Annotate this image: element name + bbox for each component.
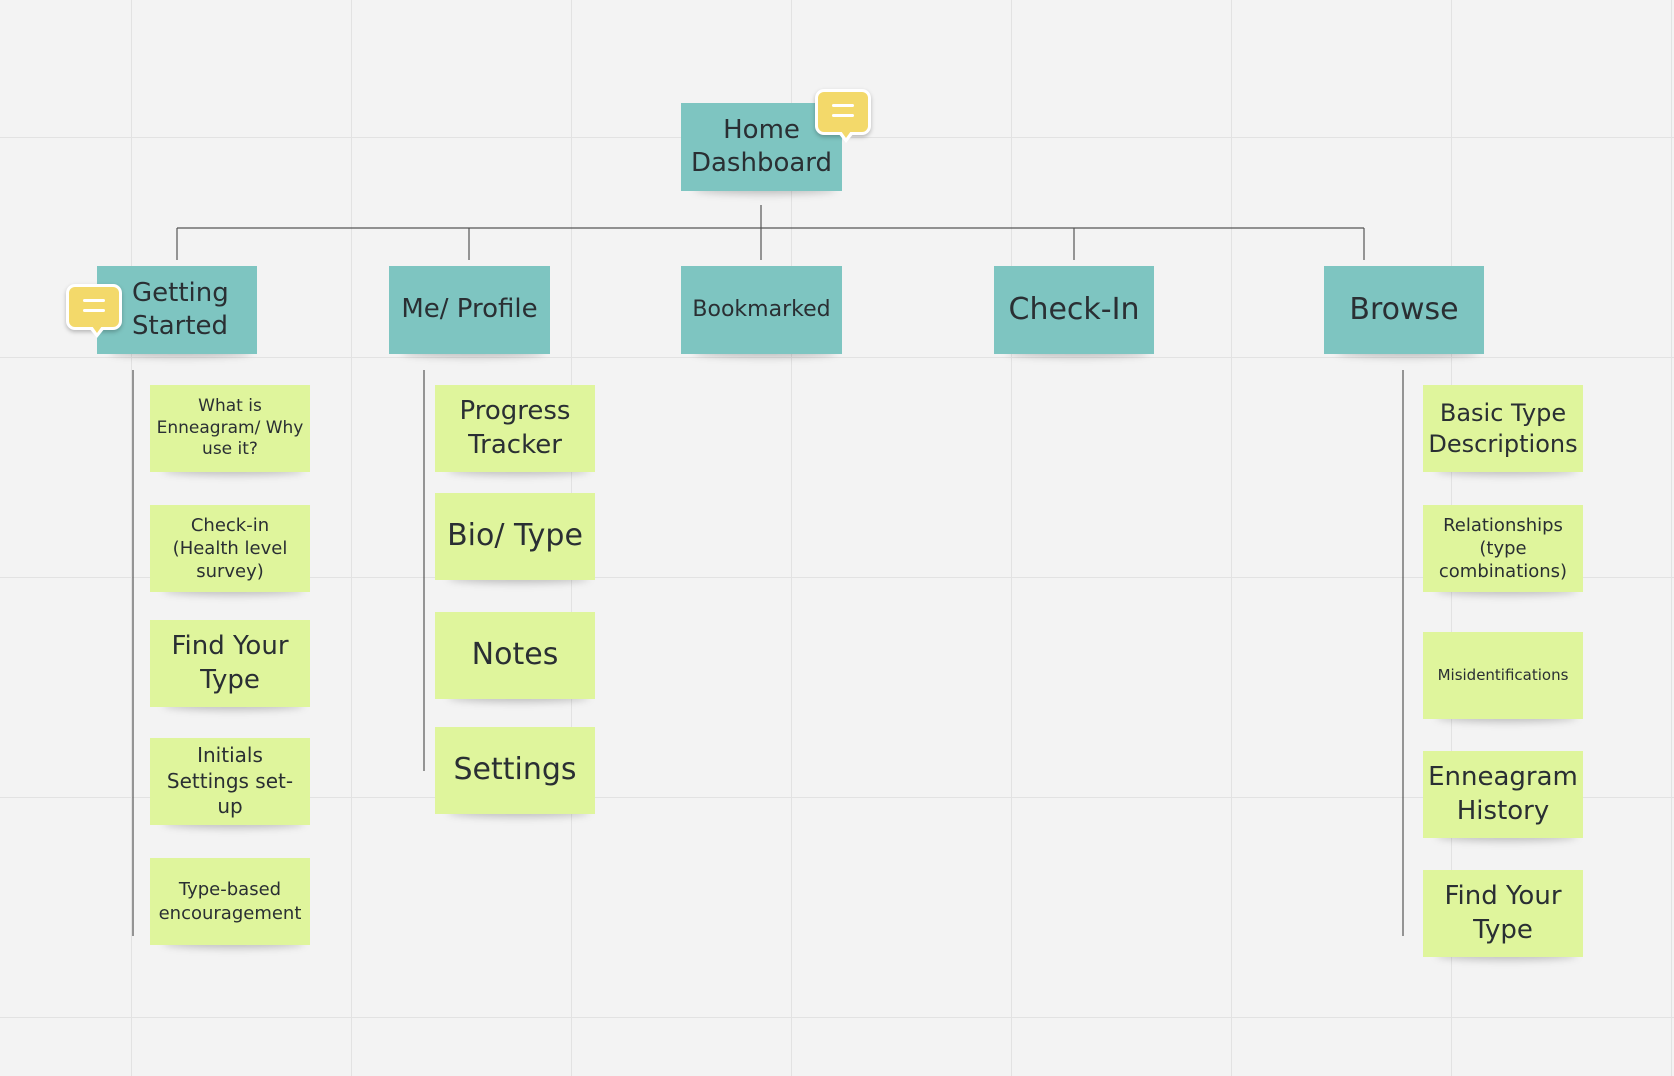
browse-item-relationships[interactable]: Relationships (type combinations)	[1423, 505, 1583, 592]
category-me-profile-label: Me/ Profile	[401, 294, 538, 325]
list-item-label: Find Your Type	[171, 631, 289, 695]
list-item-label: Relationships (type combinations)	[1438, 514, 1568, 583]
category-check-in-label: Check-In	[1008, 291, 1140, 327]
getting-started-item-check-in-survey[interactable]: Check-in (Health level survey)	[150, 505, 310, 592]
category-browse-label: Browse	[1349, 291, 1459, 327]
list-item-label: Progress Tracker	[459, 396, 571, 460]
getting-started-item-type-encouragement[interactable]: Type-based encouragement	[150, 858, 310, 945]
category-getting-started-label: Getting Started	[132, 277, 229, 341]
list-item-label: Notes	[471, 637, 559, 673]
list-item-label: Bio/ Type	[447, 518, 583, 554]
category-getting-started-note[interactable]: Getting Started	[97, 266, 257, 354]
list-item-label: Enneagram History	[1428, 762, 1578, 826]
home-dashboard-comment-icon[interactable]	[815, 89, 871, 143]
list-item-label: Basic Type Descriptions	[1428, 398, 1578, 458]
category-me-profile-note[interactable]: Me/ Profile	[389, 266, 550, 354]
list-item-label: Initials Settings set-up	[166, 743, 294, 819]
list-item-label: Check-in (Health level survey)	[172, 514, 288, 583]
browse-item-misidentifications[interactable]: Misidentifications	[1423, 632, 1583, 719]
category-check-in-note[interactable]: Check-In	[994, 266, 1154, 354]
list-item-label: Type-based encouragement	[158, 879, 302, 924]
home-dashboard-label: Home Dashboard	[690, 114, 833, 178]
profile-item-bio-type[interactable]: Bio/ Type	[435, 493, 595, 580]
category-bookmarked-label: Bookmarked	[692, 296, 831, 322]
category-browse-note[interactable]: Browse	[1324, 266, 1484, 354]
category-bookmarked-note[interactable]: Bookmarked	[681, 266, 842, 354]
profile-item-progress-tracker[interactable]: Progress Tracker	[435, 385, 595, 472]
browse-item-basic-type-descriptions[interactable]: Basic Type Descriptions	[1423, 385, 1583, 472]
home-dashboard-note[interactable]: Home Dashboard	[681, 103, 842, 191]
list-item-label: Settings	[453, 752, 577, 788]
list-item-label: What is Enneagram/ Why use it?	[156, 395, 304, 460]
browse-item-find-your-type[interactable]: Find Your Type	[1423, 870, 1583, 957]
getting-started-comment-icon[interactable]	[66, 284, 122, 338]
getting-started-item-find-your-type[interactable]: Find Your Type	[150, 620, 310, 707]
profile-item-settings[interactable]: Settings	[435, 727, 595, 814]
browse-item-enneagram-history[interactable]: Enneagram History	[1423, 751, 1583, 838]
list-item-label: Misidentifications	[1437, 665, 1569, 684]
profile-item-notes[interactable]: Notes	[435, 612, 595, 699]
getting-started-item-what-is-enneagram[interactable]: What is Enneagram/ Why use it?	[150, 385, 310, 472]
list-item-label: Find Your Type	[1444, 881, 1562, 945]
getting-started-item-initial-settings[interactable]: Initials Settings set-up	[150, 738, 310, 825]
